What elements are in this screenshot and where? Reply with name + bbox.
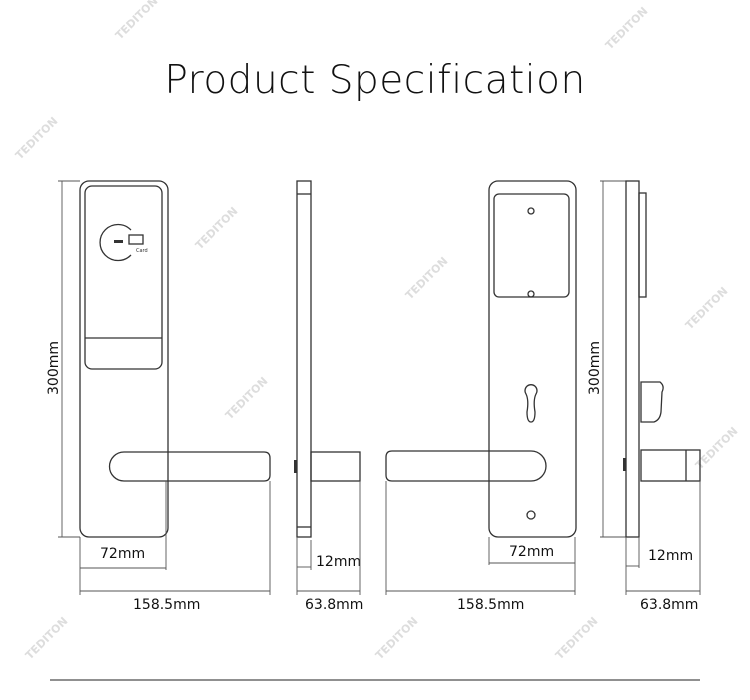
watermark: TEDITON xyxy=(403,255,451,303)
handle-stub xyxy=(310,451,361,482)
watermark: TEDITON xyxy=(603,5,651,53)
total-width-label: 158.5mm xyxy=(457,597,524,613)
back-handle xyxy=(385,450,547,482)
card-text: Card xyxy=(136,248,148,254)
watermark: TEDITON xyxy=(113,0,161,42)
depth-label: 63.8mm xyxy=(640,597,698,613)
side-button xyxy=(623,458,626,471)
screw-icon xyxy=(526,510,536,520)
thumb-turn xyxy=(640,381,664,423)
watermark: TEDITON xyxy=(23,615,71,663)
screw-icon xyxy=(527,290,535,298)
back-view: 72mm 158.5mm xyxy=(385,180,577,613)
side-view-back: 300mm 12mm 63.8mm xyxy=(587,180,701,613)
handle-stub xyxy=(640,449,701,482)
height-label: 300mm xyxy=(46,341,62,395)
watermark: TEDITON xyxy=(13,115,61,163)
keyhole-icon xyxy=(524,384,538,423)
card-icon xyxy=(128,234,144,245)
watermark: TEDITON xyxy=(223,375,271,423)
front-view: Card 300mm 72mm 158.5mm xyxy=(46,180,271,613)
total-width-label: 158.5mm xyxy=(133,597,200,613)
front-handle xyxy=(108,451,271,482)
thickness-label: 12mm xyxy=(316,554,361,570)
plate-width-label: 72mm xyxy=(100,546,145,562)
side-button xyxy=(294,460,297,473)
indicator-dots xyxy=(114,240,123,243)
card-reader-icon xyxy=(99,223,132,262)
side-plate xyxy=(625,180,640,538)
depth-label: 63.8mm xyxy=(305,597,363,613)
watermarks: TEDITON TEDITON TEDITON TEDITON TEDITON … xyxy=(13,0,741,662)
watermark: TEDITON xyxy=(193,205,241,253)
screw-icon xyxy=(527,207,535,215)
height-label: 300mm xyxy=(587,341,603,395)
battery-cover xyxy=(493,193,570,298)
watermark: TEDITON xyxy=(683,285,731,333)
watermark: TEDITON xyxy=(373,615,421,663)
side-plate xyxy=(296,180,312,538)
front-plate xyxy=(79,180,169,538)
side-view-front: 12mm 63.8mm xyxy=(294,180,363,613)
reader-panel xyxy=(84,185,163,370)
page-title: Product Specification xyxy=(164,58,586,103)
plate-width-label: 72mm xyxy=(509,544,554,560)
back-plate xyxy=(488,180,577,538)
battery-cover-side xyxy=(638,192,647,298)
thickness-label: 12mm xyxy=(648,548,693,564)
watermark: TEDITON xyxy=(553,615,601,663)
